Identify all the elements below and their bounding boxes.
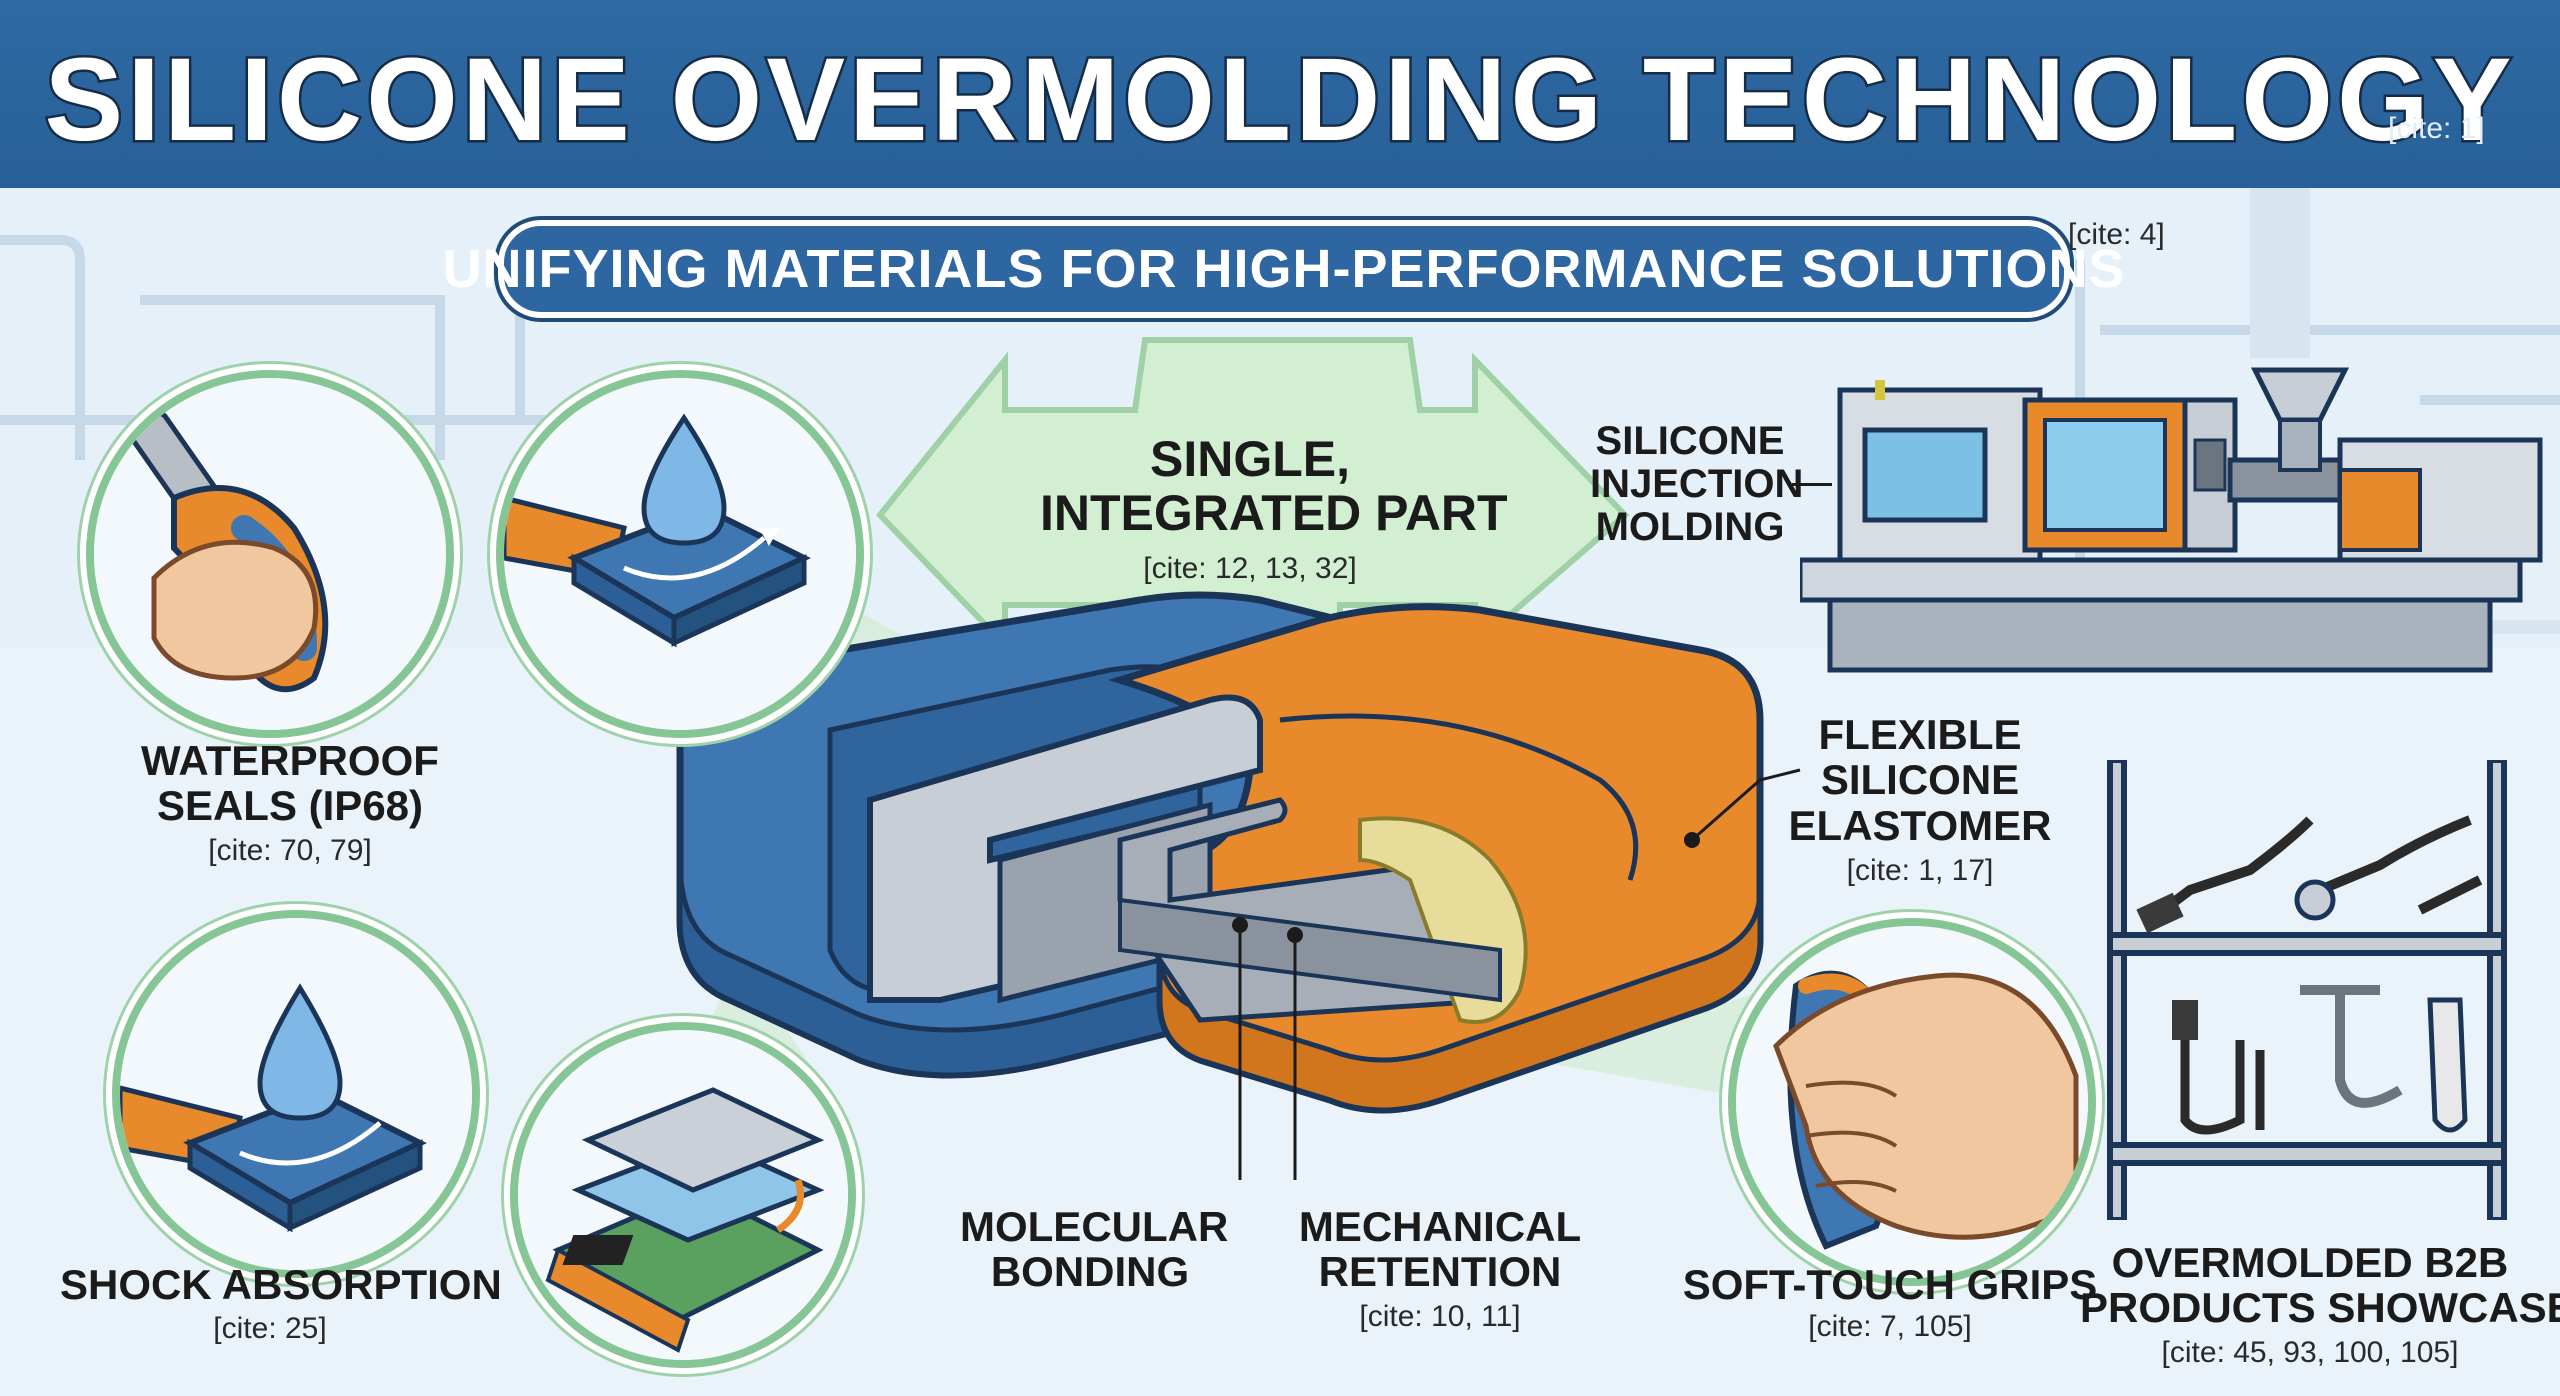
injection-machine-icon — [1800, 367, 2543, 673]
showcase-citation: [cite: 45, 93, 100, 105] — [2161, 1336, 2459, 1369]
tool-grip-icon — [86, 370, 454, 738]
waterproof-citation: [cite: 70, 79] — [208, 834, 372, 867]
product-shelf-icon — [2107, 760, 2507, 1220]
injection-molding-label: SILICONE INJECTION MOLDING — [1590, 419, 1804, 550]
integrated-part-label: SINGLE, INTEGRATED PART — [1040, 431, 1508, 541]
soft-touch-grips-label: SOFT-TOUCH GRIPS — [1682, 1261, 2098, 1308]
hand-grip-icon — [1728, 918, 2096, 1286]
water-drop-icon — [496, 370, 864, 738]
overmolded-part-illustration — [676, 337, 1801, 1180]
title-citation: [cite: 1] — [2388, 112, 2485, 145]
pcb-layers-icon — [510, 1022, 856, 1368]
shock-citation: [cite: 25] — [213, 1312, 327, 1345]
subtitle-citation: [cite: 4] — [2068, 218, 2165, 251]
page-title: SILICONE OVERMOLDING TECHNOLOGY — [42, 32, 2516, 169]
shock-pad-icon — [112, 910, 480, 1278]
grips-citation: [cite: 7, 105] — [1808, 1310, 1972, 1343]
molecular-bonding-label: MOLECULAR BONDING — [960, 1203, 1229, 1296]
mechanical-citation: [cite: 10, 11] — [1359, 1300, 1521, 1333]
header-banner — [0, 0, 2560, 188]
injection-leader-line — [1792, 483, 1832, 486]
subtitle-banner: UNIFYING MATERIALS FOR HIGH-PERFORMANCE … — [443, 220, 2125, 318]
mechanical-retention-label: MECHANICAL RETENTION — [1298, 1203, 1582, 1296]
elastomer-citation: [cite: 1, 17] — [1846, 854, 1994, 887]
waterproof-seals-label: WATERPROOF SEALS (IP68) — [141, 737, 439, 830]
integrated-part-citation: [cite: 12, 13, 32] — [1143, 552, 1357, 585]
shock-absorption-label: SHOCK ABSORPTION — [60, 1261, 502, 1308]
products-showcase-label: OVERMOLDED B2B PRODUCTS SHOWCASE — [2080, 1239, 2560, 1332]
flexible-elastomer-label: FLEXIBLE SILICONE ELASTOMER — [1788, 711, 2052, 849]
